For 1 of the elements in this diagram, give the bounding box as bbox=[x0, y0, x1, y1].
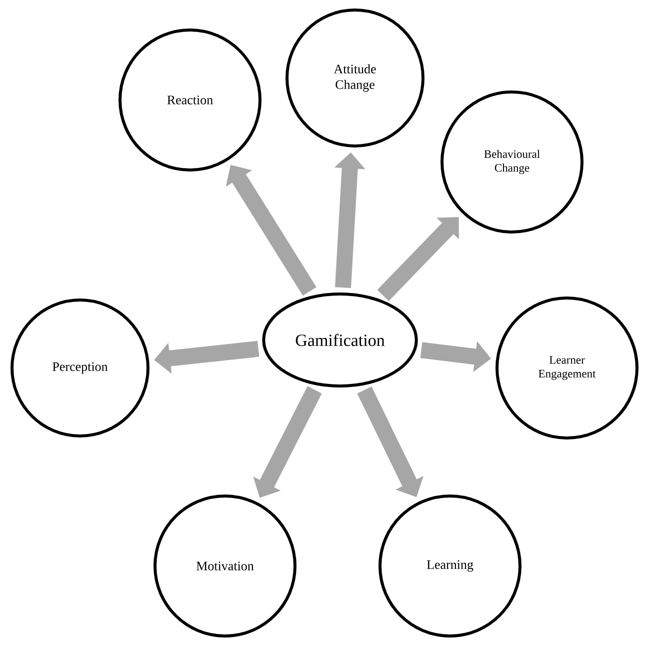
block-arrow bbox=[377, 217, 459, 302]
